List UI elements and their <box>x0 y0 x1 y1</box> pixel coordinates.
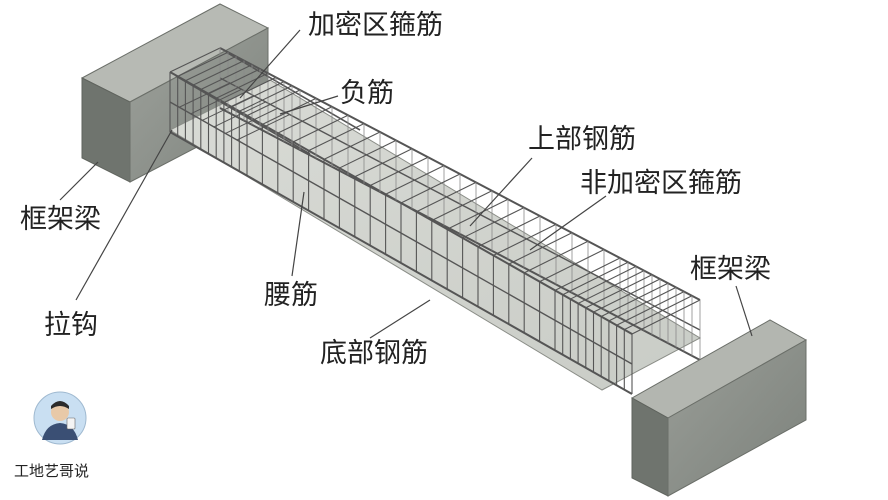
dense-stirrup-top-leg <box>192 60 245 86</box>
non-dense-stirrup-top-leg <box>493 223 557 256</box>
dense-stirrup-top-leg <box>177 51 229 77</box>
tie-hook <box>190 88 242 115</box>
label-tie-hook: 拉钩 <box>44 310 98 341</box>
dense-stirrup-top-leg <box>577 270 645 304</box>
rebar-cage <box>169 47 701 395</box>
non-dense-stirrup-top-leg <box>292 114 349 143</box>
label-non-dense-stirrup: 非加密区箍筋 <box>580 168 742 199</box>
leader-frame-beam-left <box>59 161 99 201</box>
author-watermark: 工地艺哥说 <box>14 462 90 480</box>
leader-frame-beam-right <box>735 285 753 337</box>
label-frame-beam-left: 框架梁 <box>20 204 101 235</box>
dense-stirrup-top-leg <box>585 274 653 309</box>
tie-hook <box>179 82 230 108</box>
non-dense-stirrup-top-leg <box>477 215 541 248</box>
non-dense-stirrup-top-leg <box>431 190 493 221</box>
non-dense-stirrup-top-leg <box>416 181 477 213</box>
dense-stirrup-top-leg <box>600 282 669 318</box>
non-dense-stirrup-top-leg <box>369 156 429 187</box>
dense-stirrup-top-leg <box>616 291 685 326</box>
tie-hook <box>202 95 254 121</box>
dense-stirrup-top-leg <box>231 81 285 108</box>
leader-non-dense-stirrup <box>529 195 607 251</box>
negative-rebar-front <box>175 75 311 155</box>
dense-stirrup-top-leg <box>208 68 261 95</box>
dense-stirrup-top-leg <box>631 299 701 335</box>
dense-stirrup-top-leg <box>169 47 221 73</box>
dense-stirrup-top-leg <box>593 278 661 313</box>
non-dense-stirrup-top-leg <box>385 165 445 195</box>
label-dense-stirrup: 加密区箍筋 <box>308 10 443 41</box>
leader-lines <box>59 29 753 339</box>
non-dense-stirrup-top-leg <box>523 240 589 274</box>
frame-beam-right-block <box>630 319 808 497</box>
non-dense-stirrup-top-leg <box>323 131 381 160</box>
tie-hook <box>236 114 290 141</box>
dense-stirrup-top-leg <box>185 55 237 82</box>
non-dense-stirrup-top-leg <box>462 207 525 239</box>
dense-stirrup-top-leg <box>554 257 621 291</box>
label-bottom-rebar: 底部钢筋 <box>320 338 428 369</box>
non-dense-stirrup-top-leg <box>539 249 605 283</box>
author-avatar-graphic <box>33 391 87 445</box>
non-dense-stirrup-top-leg <box>308 123 365 152</box>
frame-beam-right-face <box>667 339 807 497</box>
dense-stirrup-top-leg <box>215 72 269 99</box>
dense-stirrup-top-leg <box>239 85 293 112</box>
leader-dense-stirrup <box>239 29 301 99</box>
non-dense-stirrup-top-leg <box>508 232 573 265</box>
tie-hook <box>225 107 278 134</box>
leader-waist-rebar <box>291 191 305 277</box>
leader-bottom-rebar <box>369 299 431 339</box>
dense-stirrup-top-leg <box>200 64 253 90</box>
non-dense-stirrup-top-leg <box>400 173 461 204</box>
label-negative-rebar: 负筋 <box>340 78 394 109</box>
dense-stirrup-top-leg <box>246 89 301 117</box>
dense-stirrup-top-leg <box>624 295 693 331</box>
leader-negative-rebar <box>279 95 339 115</box>
dense-stirrup-top-leg <box>570 265 637 300</box>
non-dense-stirrup-top-leg <box>446 198 509 230</box>
dense-stirrup-top-leg <box>223 76 277 104</box>
negative-rebar-back <box>225 51 361 131</box>
non-dense-stirrup-top-leg <box>277 106 333 134</box>
dense-stirrup-top-leg <box>608 286 677 322</box>
non-dense-stirrup-top-leg <box>354 148 413 178</box>
non-dense-stirrup-top-leg <box>339 139 397 169</box>
leader-tie-hook <box>75 129 173 301</box>
leader-top-rebar <box>469 157 533 227</box>
tie-hook <box>213 101 266 128</box>
dense-stirrup-top-leg <box>562 261 629 296</box>
label-top-rebar: 上部钢筋 <box>528 124 636 155</box>
label-frame-beam-right: 框架梁 <box>690 254 771 285</box>
label-waist-rebar: 腰筋 <box>264 280 318 311</box>
